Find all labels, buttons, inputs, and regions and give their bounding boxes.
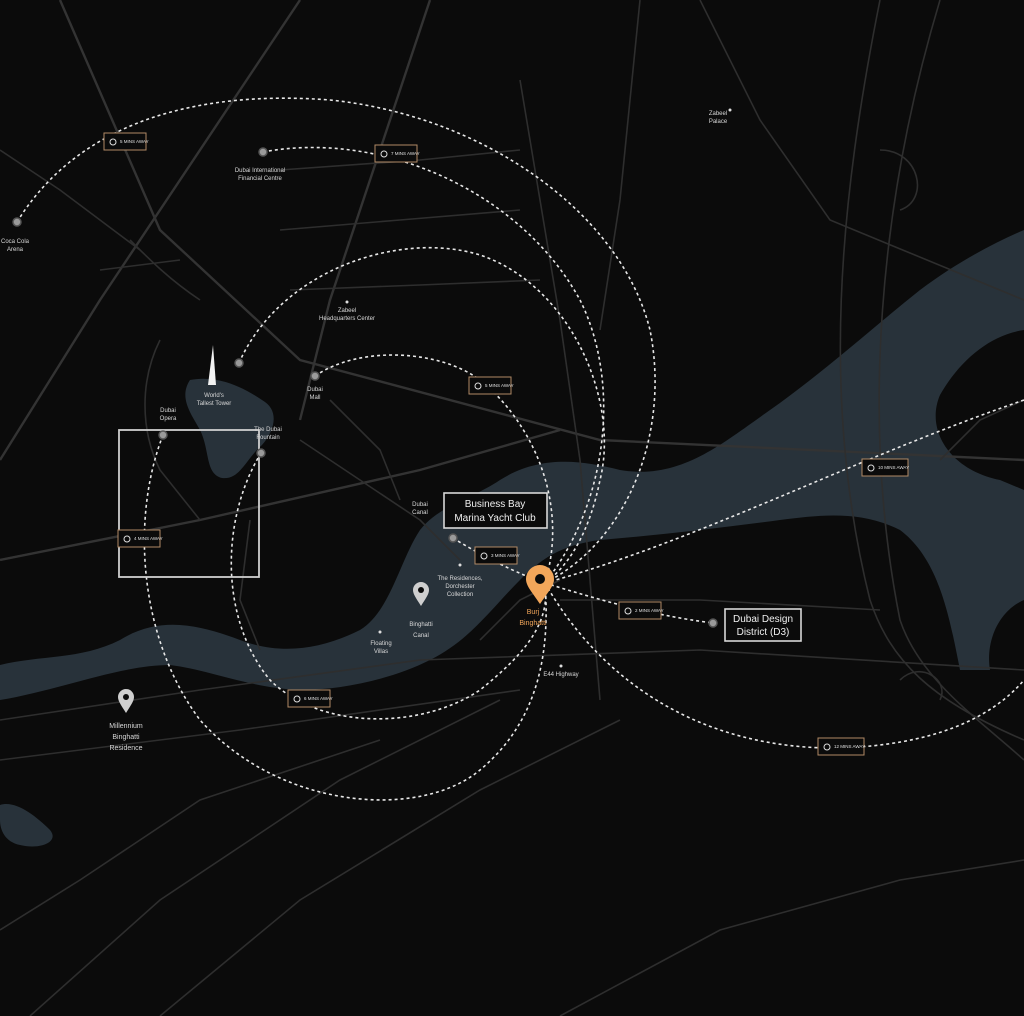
time-badge: 10 MINS AWAY — [861, 458, 909, 477]
label-tallest-tower: Tallest Tower — [197, 401, 232, 407]
label-dubai-opera: Opera — [160, 416, 177, 422]
poi-dot-icon[interactable] — [448, 533, 458, 543]
dubai-creek — [0, 230, 1024, 700]
pin-icon[interactable] — [413, 577, 429, 606]
time-badge: 5 MINS AWAY — [103, 132, 149, 151]
badge-text: 7 MINS AWAY — [391, 151, 420, 156]
water-layer — [0, 230, 1024, 847]
badge-text: 5 MINS AWAY — [485, 383, 514, 388]
stopwatch-icon — [109, 138, 117, 146]
stopwatch-icon — [380, 150, 388, 158]
poi-layer — [12, 108, 732, 668]
label-binghatti-canal: Canal — [413, 633, 429, 639]
label-dubai-canal: Canal — [412, 510, 428, 516]
badge-text: 2 MINS AWAY — [635, 608, 664, 613]
time-badge: 6 MINS AWAY — [287, 689, 333, 708]
label-coca-cola: Coca Cola — [1, 239, 30, 245]
route-coca-cola — [16, 97, 656, 584]
tower-icon — [208, 345, 216, 385]
time-badge: 3 MINS AWAY — [474, 546, 520, 565]
route-tallest-tower — [238, 247, 606, 584]
poi-dot-icon — [728, 108, 732, 112]
stopwatch-icon — [480, 552, 488, 560]
badge-text: 3 MINS AWAY — [491, 553, 520, 558]
downtown-frame — [118, 429, 260, 578]
route-opera — [143, 434, 547, 801]
poi-dot-icon[interactable] — [258, 147, 268, 157]
stopwatch-icon — [867, 464, 875, 472]
label-dubai-canal: Dubai — [412, 502, 428, 508]
stopwatch-icon — [823, 743, 831, 751]
burj-lake — [185, 378, 274, 479]
stopwatch-icon — [624, 607, 632, 615]
poi-dot-icon[interactable] — [234, 358, 244, 368]
label-fountain: The Dubai — [254, 427, 282, 433]
stopwatch-icon — [474, 382, 482, 390]
poi-dot-icon — [559, 664, 563, 668]
d3-box-title: District (D3) — [737, 627, 790, 638]
route-difc — [262, 146, 605, 584]
label-dubai-mall: Dubai — [307, 387, 323, 393]
time-badge: 7 MINS AWAY — [374, 144, 420, 163]
main-pin-label: Binghatti — [519, 620, 547, 627]
label-millennium: Residence — [109, 745, 142, 752]
poi-dot-icon[interactable] — [310, 371, 320, 381]
poi-dot-icon[interactable] — [158, 430, 168, 440]
label-floating-villas: Villas — [374, 649, 388, 655]
marina-box-title: Business Bay — [465, 499, 526, 510]
label-millennium: Binghatti — [112, 734, 140, 741]
route-east — [544, 399, 1024, 584]
badge-text: 12 MINS AWAY — [834, 744, 865, 749]
label-layer: Coca Cola Arena Dubai International Fina… — [1, 111, 728, 752]
main-pin-icon[interactable] — [526, 565, 554, 604]
poi-dot-icon — [345, 300, 349, 304]
label-difc: Financial Centre — [238, 176, 282, 182]
stopwatch-icon — [293, 695, 301, 703]
label-fountain: Fountain — [256, 435, 279, 441]
label-dubai-opera: Dubai — [160, 408, 176, 414]
poi-dot-icon[interactable] — [12, 217, 22, 227]
label-zabeel-hq: Zabeel — [338, 308, 356, 314]
label-tallest-tower: World's — [204, 393, 224, 399]
time-badge: 12 MINS AWAY — [817, 737, 865, 756]
label-residences: Dorchester — [445, 584, 474, 590]
badge-text: 10 MINS AWAY — [878, 465, 909, 470]
label-coca-cola: Arena — [7, 247, 24, 253]
d3-box[interactable]: Dubai Design District (D3) — [724, 608, 802, 642]
marina-box-title: Marina Yacht Club — [454, 513, 536, 524]
time-badge: 2 MINS AWAY — [618, 601, 664, 620]
d3-box-title: Dubai Design — [733, 614, 793, 625]
time-badge: 4 MINS AWAY — [117, 529, 163, 548]
label-residences: Collection — [447, 592, 473, 598]
label-highway: E44 Highway — [543, 672, 578, 678]
badge-text: 5 MINS AWAY — [120, 139, 149, 144]
label-difc: Dubai International — [235, 168, 285, 174]
lagoon-left — [0, 804, 53, 847]
label-zabeel-palace: Palace — [709, 119, 728, 125]
poi-dot-icon[interactable] — [256, 448, 266, 458]
stopwatch-icon — [123, 535, 131, 543]
label-zabeel-palace: Zabeel — [709, 111, 727, 117]
label-dubai-mall: Mall — [309, 395, 320, 401]
time-badge: 5 MINS AWAY — [468, 376, 514, 395]
label-millennium: Millennium — [109, 723, 143, 730]
route-southeast — [544, 582, 1024, 749]
marina-box[interactable]: Business Bay Marina Yacht Club — [443, 492, 548, 529]
label-floating-villas: Floating — [370, 641, 391, 647]
pin-icon[interactable] — [118, 689, 134, 713]
label-binghatti-canal: Binghatti — [409, 622, 432, 628]
poi-dot-icon — [458, 563, 462, 567]
label-zabeel-hq: Headquarters Center — [319, 316, 375, 322]
poi-dot-icon — [378, 630, 382, 634]
badge-text: 4 MINS AWAY — [134, 536, 163, 541]
badge-layer: 5 MINS AWAY 7 MINS AWAY 5 MINS AWAY 4 MI… — [103, 132, 909, 756]
main-pin-label: Burj — [527, 609, 540, 616]
badge-text: 6 MINS AWAY — [304, 696, 333, 701]
label-residences: The Residences, — [437, 576, 482, 582]
poi-dot-icon[interactable] — [708, 618, 718, 628]
